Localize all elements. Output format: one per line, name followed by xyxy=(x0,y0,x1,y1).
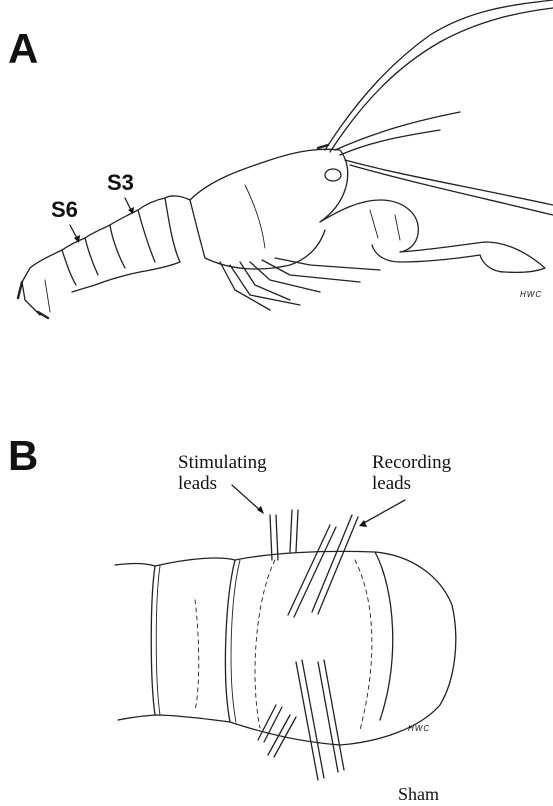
panel-b-label: B xyxy=(8,435,38,477)
panel-a-label: A xyxy=(8,28,38,70)
artist-signature-b: HWC xyxy=(408,724,430,733)
recording-leads-label: Recording leads xyxy=(372,452,451,494)
segment-label-s6: S6 xyxy=(51,199,78,221)
segment-label-s3: S3 xyxy=(107,172,134,194)
abdomen-dorsal-view xyxy=(115,485,456,780)
stimulating-leads-label: Stimulating leads xyxy=(178,452,267,494)
crayfish-lateral-view xyxy=(18,0,553,318)
sham-caption: Sham xyxy=(398,784,439,805)
artist-signature-a: HWC xyxy=(520,290,542,299)
